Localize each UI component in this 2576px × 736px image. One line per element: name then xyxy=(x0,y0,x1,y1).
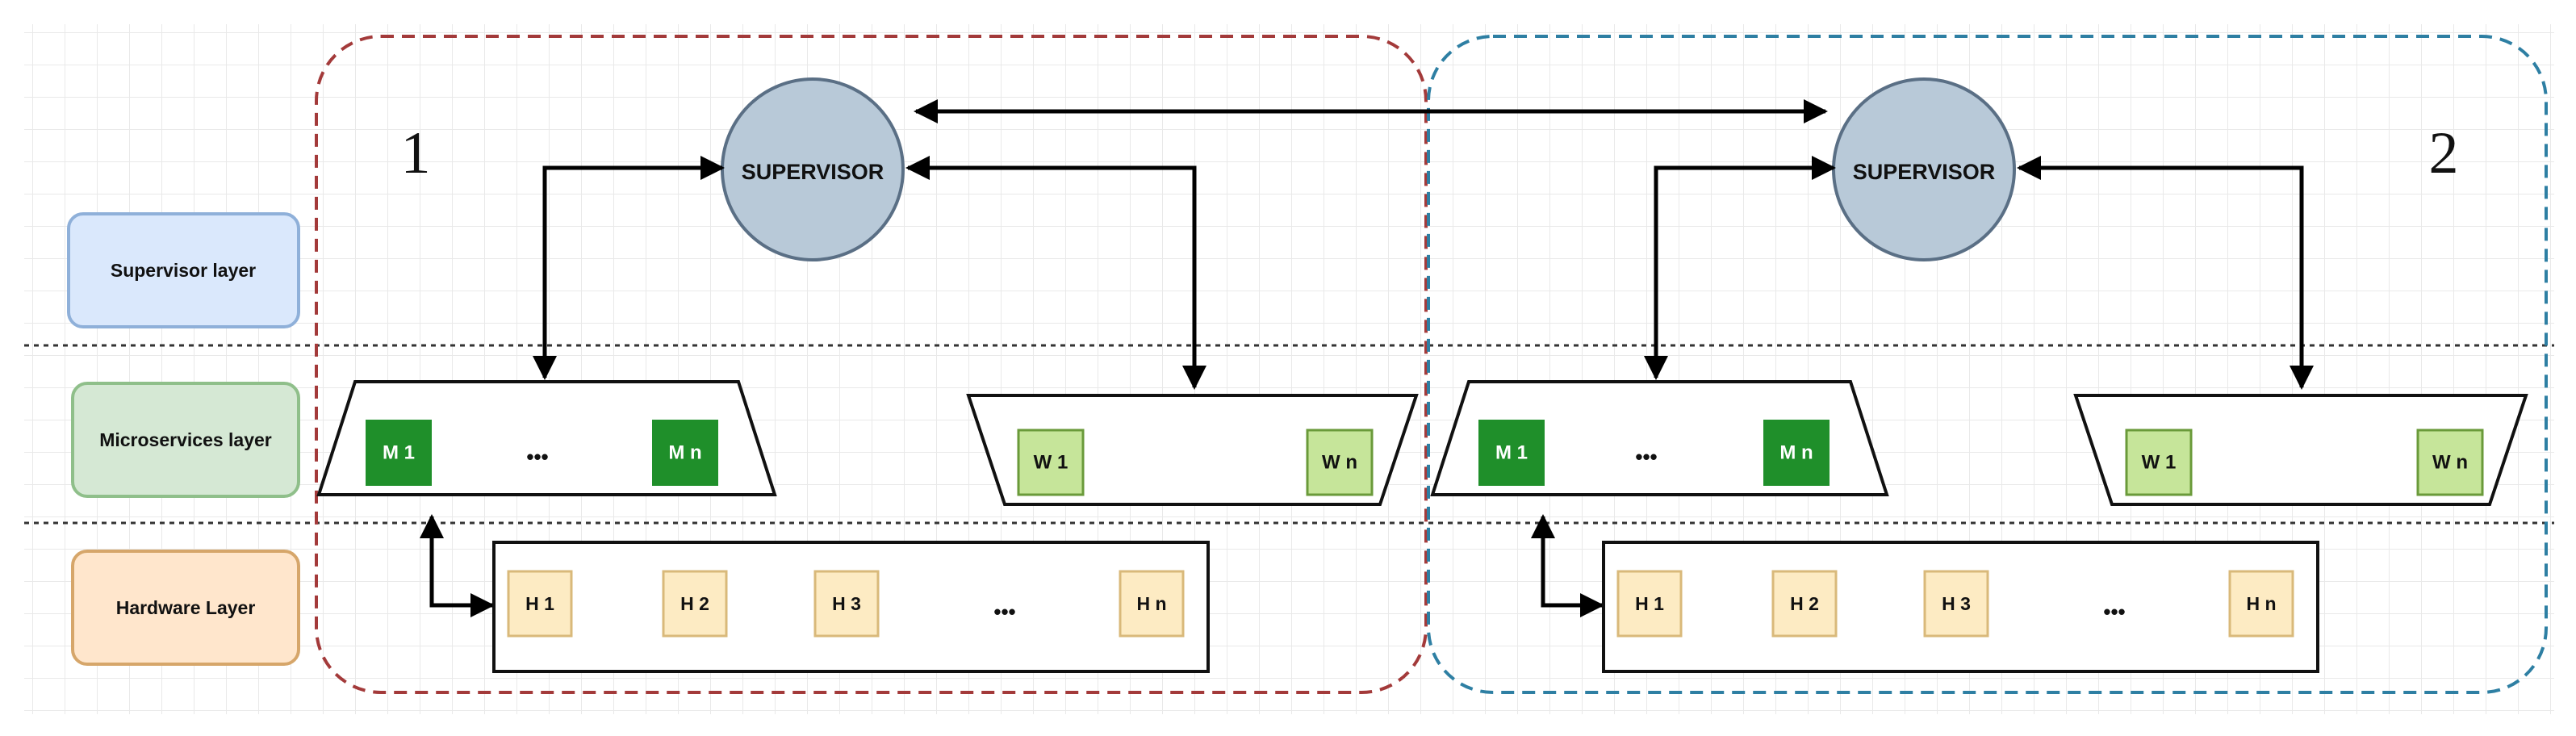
arrow-m-group-to-hardware-1 xyxy=(420,514,495,617)
arrow-m-group-to-hardware-2 xyxy=(1531,514,1604,617)
m-group-2: M 1 ••• M n xyxy=(1430,380,1889,496)
svg-text:Supervisor layer: Supervisor layer xyxy=(111,260,256,281)
arrow-supervisor-to-m-group-1 xyxy=(533,156,725,380)
cluster-1-border xyxy=(315,35,1428,694)
svg-text:M n: M n xyxy=(1779,442,1813,464)
arrow-supervisor-to-w-group-1 xyxy=(905,156,1206,390)
svg-text:W n: W n xyxy=(2432,452,2468,474)
h-block-last-2: H n xyxy=(2228,570,2294,638)
h-block-last-1: H n xyxy=(1119,570,1185,638)
svg-text:H 3: H 3 xyxy=(832,593,861,614)
h-block-1-1: H 1 xyxy=(507,570,573,638)
svg-text:W 1: W 1 xyxy=(1034,452,1068,474)
svg-text:H 3: H 3 xyxy=(1942,593,1971,614)
svg-text:M 1: M 1 xyxy=(1495,442,1528,464)
layer-label-hardware: Hardware Layer xyxy=(71,550,300,666)
w-block-last-1: W n xyxy=(1306,429,1374,496)
h-block-2-2: H 2 xyxy=(1771,570,1838,638)
cluster-2-number: 2 xyxy=(2429,120,2459,186)
m-ellipsis-2: ••• xyxy=(1635,445,1657,469)
h-block-1-2: H 1 xyxy=(1616,570,1683,638)
h-block-2-1: H 2 xyxy=(662,570,728,638)
w-block-first-2: W 1 xyxy=(2125,429,2193,496)
svg-text:SUPERVISOR: SUPERVISOR xyxy=(1853,160,1996,184)
arrow-supervisor-to-w-group-2 xyxy=(2017,156,2314,390)
h-block-3-1: H 3 xyxy=(813,570,880,638)
cluster-2: 2 SUPERVISOR M 1 ••• M n W 1 xyxy=(1427,35,2548,694)
m-block-first-1: M 1 xyxy=(366,420,432,486)
svg-text:H 2: H 2 xyxy=(1790,593,1819,614)
m-ellipsis-1: ••• xyxy=(526,445,548,469)
cluster-2-border xyxy=(1427,35,2548,694)
m-block-last-2: M n xyxy=(1763,420,1830,486)
svg-text:H 2: H 2 xyxy=(680,593,709,614)
svg-text:M n: M n xyxy=(668,442,701,464)
w-block-first-1: W 1 xyxy=(1017,429,1085,496)
arrow-supervisor-to-m-group-2 xyxy=(1644,156,1836,380)
svg-text:Microservices layer: Microservices layer xyxy=(99,429,272,450)
w-block-last-2: W n xyxy=(2416,429,2484,496)
h-ellipsis-1: ••• xyxy=(993,600,1015,624)
w-group-1: W 1 W n xyxy=(966,394,1419,506)
svg-text:H 1: H 1 xyxy=(1635,593,1664,614)
cluster-1-number: 1 xyxy=(401,120,431,186)
hardware-group-2: H 1 H 2 H 3 ••• H n xyxy=(1602,541,2319,673)
svg-text:W n: W n xyxy=(1322,452,1357,474)
w-group-2: W 1 W n xyxy=(2073,394,2528,506)
hardware-group-1: H 1 H 2 H 3 ••• H n xyxy=(492,541,1210,673)
supervisor-node-1: SUPERVISOR xyxy=(721,77,905,261)
svg-text:H 1: H 1 xyxy=(525,593,554,614)
m-block-last-1: M n xyxy=(652,420,718,486)
svg-text:M 1: M 1 xyxy=(383,442,415,464)
supervisor-node-2: SUPERVISOR xyxy=(1832,77,2016,261)
cluster-1: 1 SUPERVISOR M 1 ••• M n xyxy=(315,35,1428,694)
layer-label-supervisor: Supervisor layer xyxy=(67,212,300,328)
m-block-first-2: M 1 xyxy=(1478,420,1545,486)
svg-text:SUPERVISOR: SUPERVISOR xyxy=(742,160,884,184)
h-block-3-2: H 3 xyxy=(1923,570,1989,638)
svg-text:H n: H n xyxy=(1136,593,1166,614)
layer-label-microservices: Microservices layer xyxy=(71,382,300,498)
m-group-1: M 1 ••• M n xyxy=(316,380,777,496)
svg-text:H n: H n xyxy=(2246,593,2276,614)
svg-text:Hardware Layer: Hardware Layer xyxy=(116,597,256,618)
h-ellipsis-2: ••• xyxy=(2103,600,2125,624)
svg-text:W 1: W 1 xyxy=(2142,452,2177,474)
